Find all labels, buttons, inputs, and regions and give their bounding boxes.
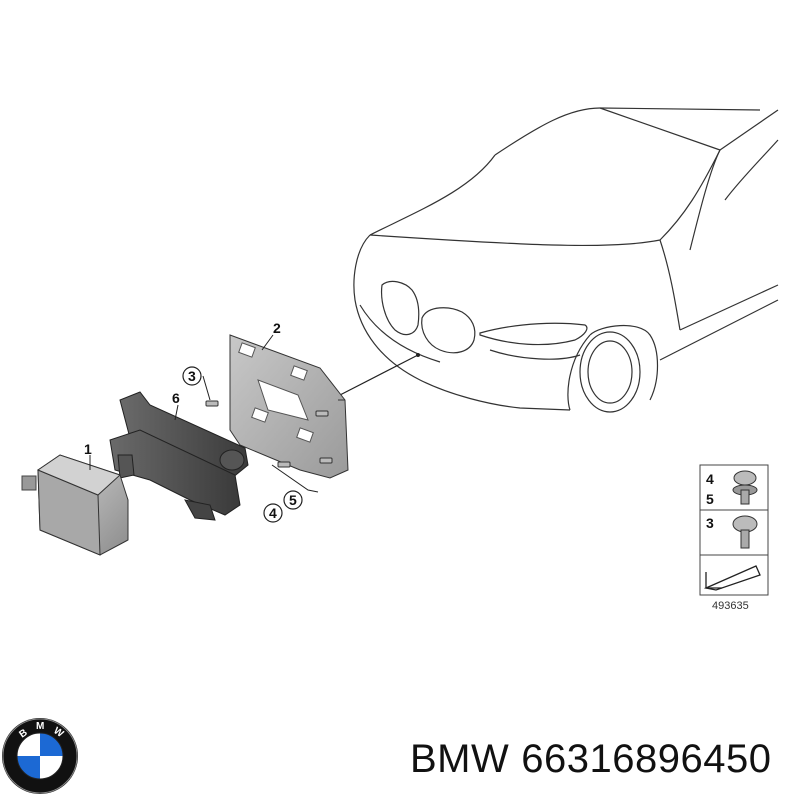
screw-washer-icon [732,470,758,505]
mounting-plate [229,334,349,479]
reference-number: 493635 [712,600,749,612]
brand-name: BMW [410,737,510,781]
leader-lines-fasteners [202,375,319,493]
legend-label-5: 5 [706,491,714,507]
callout-1: 1 [84,441,92,457]
callout-6: 6 [172,390,180,406]
callout-3: 3 [188,368,196,384]
part-number: 66316896450 [521,737,772,781]
legend-label-4: 4 [706,471,714,487]
car-outline [353,107,779,413]
callout-4: 4 [269,505,277,521]
callout-2: 2 [273,320,281,336]
bmw-logo: B M W [2,718,78,794]
leader-line-6 [174,404,179,421]
callout-4-ring [263,503,283,523]
callout-3-ring [182,366,202,386]
plate-screws [205,400,333,468]
radar-sensor [21,454,129,556]
callouts: 1 2 3 6 4 5 [84,320,303,523]
screw-icon [732,515,758,549]
callout-5: 5 [289,492,297,508]
callout-5-ring [283,490,303,510]
logo-letter-m: M [36,721,44,732]
legend-label-3: 3 [706,515,714,531]
direction-arrow-icon [703,565,761,591]
radar-bracket [109,391,249,521]
leader-line-car [339,353,420,396]
fastener-legend: 4 5 3 493635 [699,464,769,612]
leader-line-2 [261,334,274,351]
